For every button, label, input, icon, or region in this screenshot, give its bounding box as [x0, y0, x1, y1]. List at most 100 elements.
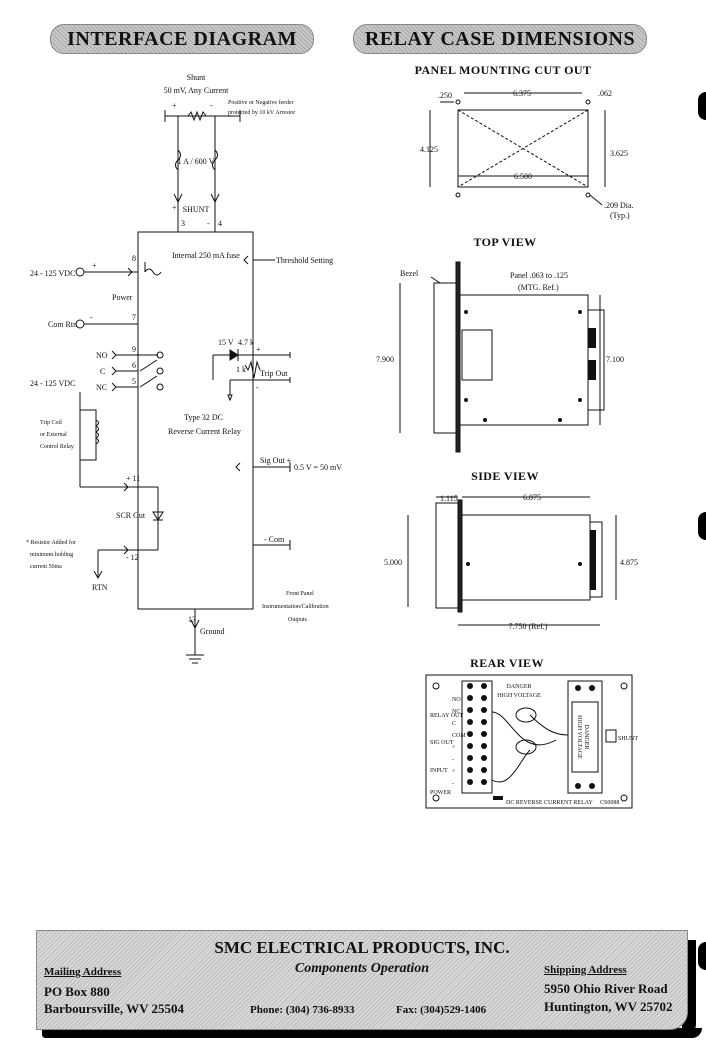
terminal-8: 8 [132, 254, 136, 263]
dim-4125: 4.125 [420, 145, 438, 154]
hole-typ: (Typ.) [610, 211, 630, 220]
rear-terminal-label: + [452, 745, 456, 751]
terminal-12: - 12 [126, 553, 139, 562]
relay-type: Type 32 DC [184, 413, 223, 422]
supply-voltage: 24 - 125 VDC [30, 269, 75, 278]
mailing-line: PO Box 880 [44, 984, 110, 999]
terminal-5: 5 [132, 377, 136, 386]
shunt-title: Shunt [187, 73, 206, 82]
fuse-rating: 1 A / 600 V [178, 157, 215, 166]
trip-coil-label: Control Relay [40, 444, 74, 450]
c-label: C [100, 367, 105, 376]
plus-sign: + [256, 345, 261, 354]
rear-terminal-label: + [452, 769, 456, 775]
shunt-label: SHUNT [618, 736, 638, 742]
scr-out-label: SCR Out [116, 511, 146, 520]
part-code: CS0088 [600, 800, 619, 806]
terminal-4: 4 [218, 219, 222, 228]
dim-6500: 6.500 [514, 172, 532, 181]
panel-cutout-title: PANEL MOUNTING CUT OUT [415, 63, 592, 77]
model-label: DC REVERSE CURRENT RELAY [506, 800, 594, 806]
mailing-line: Barboursville, WV 25504 [44, 1001, 185, 1016]
plus-sign: + [172, 101, 177, 110]
mailing-title: Mailing Address [44, 966, 122, 978]
dim-1115: 1.115 [440, 494, 458, 503]
footer-background [36, 930, 688, 1030]
rear-terminal-label: COM [452, 733, 466, 739]
dim-7750: 7.750 (Ref.) [509, 622, 548, 631]
panel-ref: (MTG. Ref.) [518, 283, 559, 292]
shipping-line: Huntington, WV 25702 [544, 999, 673, 1014]
terminal-11: + 11 [126, 474, 140, 483]
shipping-line: 5950 Ohio River Road [544, 981, 668, 996]
front-panel-note: Front Panel [286, 591, 314, 597]
power-label: POWER [430, 790, 451, 796]
minus-sign: - [256, 383, 259, 392]
relay-out-label: RELAY OUT [430, 713, 463, 719]
high-voltage-label: HIGH VOLTAGE [497, 693, 541, 699]
rear-terminal-label: - [452, 781, 454, 787]
side-view-title: SIDE VIEW [471, 469, 539, 483]
shunt-spec: 50 mV, Any Current [164, 86, 230, 95]
relay-type: Reverse Current Relay [168, 427, 241, 436]
resistor-value: 1 k [236, 365, 246, 374]
feeder-note: protected by 10 kV Arrestor [228, 110, 295, 116]
panel-thickness: Panel .063 to .125 [510, 271, 568, 280]
dim-4875: 4.875 [620, 558, 638, 567]
fax-number: Fax: (304)529-1406 [396, 1004, 487, 1016]
dim-7900: 7.900 [376, 355, 394, 364]
dim-6875: 6.875 [523, 493, 541, 502]
threshold-label: Threshold Setting [276, 256, 333, 265]
front-panel-note: Instrumentation/Calibration [262, 604, 329, 610]
com-rtn-label: Com Rtn [48, 320, 77, 329]
no-label: NO [96, 351, 108, 360]
relay-case-dimensions-header: RELAY CASE DIMENSIONS [353, 24, 647, 54]
terminal-3: 3 [181, 219, 185, 228]
dim-062: .062 [598, 89, 612, 98]
resistor-note: current 50ma [30, 564, 62, 570]
binder-hole [698, 92, 706, 120]
resistor-note: * Resistor Added for [26, 539, 76, 546]
binder-hole [698, 512, 706, 540]
rear-terminal-label: NC [452, 709, 460, 715]
trip-coil-label: or External [40, 432, 67, 438]
dim-3625: 3.625 [610, 149, 628, 158]
minus-sign: - [210, 101, 213, 110]
dim-250: .250 [438, 91, 452, 100]
terminal-7: 7 [132, 313, 136, 322]
minus-sign: - [90, 313, 93, 322]
danger-label: DANGER [507, 684, 532, 690]
internal-fuse-label: Internal 250 mA fuse [172, 251, 240, 260]
footer-shadow [42, 1028, 702, 1038]
terminal-13: 13 [188, 615, 196, 624]
sig-out-label: Sig Out + [260, 456, 292, 465]
shipping-title: Shipping Address [544, 964, 627, 976]
sig-out-value: 0.5 V = 50 mV [294, 463, 342, 472]
supply-voltage: 24 - 125 VDC [30, 379, 75, 388]
rear-terminal-label: NO [452, 697, 461, 703]
trip-coil-label: Trip Coil [40, 420, 62, 426]
sig-out-label: SIG OUT [430, 740, 454, 746]
terminal-9: 9 [132, 345, 136, 354]
high-voltage-label: HIGH VOLTAGE [576, 715, 582, 759]
trip-out-label: Trip Out [260, 369, 288, 378]
led-voltage: 15 V [218, 338, 234, 347]
division-name: Components Operation [294, 961, 430, 976]
bezel-label: Bezel [400, 269, 419, 278]
resistor-value: 4.7 k [238, 338, 254, 347]
hole-dia: .209 Dia. [604, 201, 634, 210]
shunt-label: SHUNT [183, 205, 210, 214]
front-panel-note: Outputs [288, 617, 308, 623]
interface-diagram-header: INTERFACE DIAGRAM [50, 24, 314, 54]
feeder-note: Positive or Negative feeder [228, 99, 293, 106]
rear-view-title: REAR VIEW [470, 656, 544, 670]
minus-sign: - [207, 219, 210, 228]
phone-number: Phone: (304) 736-8933 [250, 1004, 355, 1016]
company-footer: SMC ELECTRICAL PRODUCTS, INC. Components… [36, 930, 702, 1038]
nc-label: NC [96, 383, 107, 392]
power-label: Power [112, 293, 133, 302]
terminal-6: 6 [132, 361, 136, 370]
company-name: SMC ELECTRICAL PRODUCTS, INC. [214, 938, 510, 957]
